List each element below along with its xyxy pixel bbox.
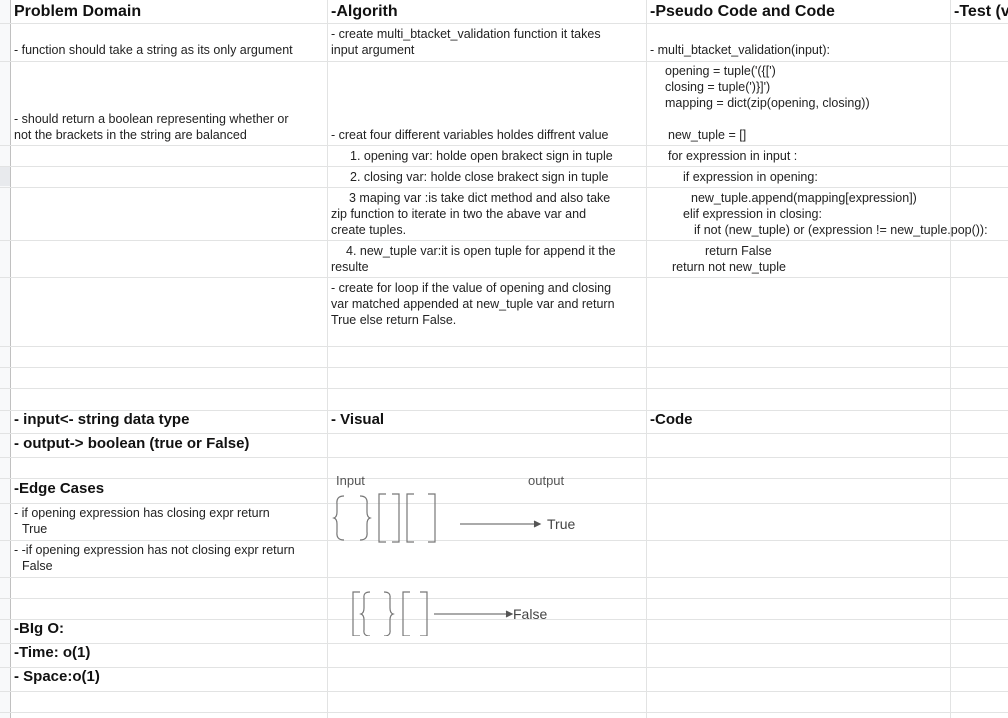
visual-false-label: False	[513, 606, 548, 622]
algo-line[interactable]: - creat four different variables holdes …	[331, 128, 609, 142]
algo-line[interactable]: var matched appended at new_tuple var an…	[331, 297, 615, 311]
pseudo-line[interactable]: opening = tuple('({[')	[665, 64, 776, 78]
pseudo-line[interactable]: if expression in opening:	[683, 170, 818, 184]
pseudo-line[interactable]: - multi_btacket_validation(input):	[650, 43, 830, 57]
edge-cases-title[interactable]: -Edge Cases	[14, 480, 105, 497]
algo-line[interactable]: 2. closing var: holde close brakect sign…	[350, 170, 609, 184]
edge-case-line[interactable]: - -if opening expression has not closing…	[14, 543, 295, 557]
pseudo-line[interactable]: closing = tuple(')}]')	[665, 80, 771, 94]
pseudo-line[interactable]: new_tuple.append(mapping[expression])	[691, 191, 917, 205]
big-o-time[interactable]: -Time: o(1)	[14, 644, 91, 661]
pseudo-line[interactable]: for expression in input :	[668, 149, 798, 163]
bracket-open-icon	[406, 493, 414, 543]
header-test[interactable]: -Test (v	[954, 3, 1008, 20]
big-o-space[interactable]: - Space:o(1)	[14, 668, 100, 685]
visual-true-label: True	[547, 516, 576, 532]
algo-line[interactable]: resulte	[331, 260, 369, 274]
problem-line-2a[interactable]: - should return a boolean representing w…	[14, 112, 289, 126]
pseudo-line[interactable]: new_tuple = []	[668, 128, 747, 142]
algo-line[interactable]: create tuples.	[331, 223, 407, 237]
algo-line[interactable]: True else return False.	[331, 313, 457, 327]
pseudo-line[interactable]: mapping = dict(zip(opening, closing))	[665, 96, 870, 110]
bracket-open-icon	[402, 591, 410, 636]
algo-line[interactable]: 4. new_tuple var:it is open tuple for ap…	[346, 244, 616, 258]
visual-input-label: Input	[336, 473, 365, 488]
visual-brackets-drawing	[332, 493, 542, 636]
pseudo-line[interactable]: elif expression in closing:	[683, 207, 822, 221]
visual-output-label: output	[528, 473, 565, 488]
bracket-close-icon	[392, 493, 400, 543]
pseudo-line[interactable]: return False	[705, 244, 772, 258]
pseudo-line[interactable]: return not new_tuple	[672, 260, 786, 274]
curly-open-icon	[332, 495, 345, 541]
algo-line[interactable]: input argument	[331, 43, 415, 57]
bracket-close-icon	[420, 591, 428, 636]
edge-case-line[interactable]: True	[22, 522, 48, 536]
bracket-open-icon	[352, 591, 360, 636]
code-title[interactable]: -Code	[650, 411, 693, 428]
header-pseudo-code[interactable]: -Pseudo Code and Code	[650, 3, 835, 20]
header-problem-domain[interactable]: Problem Domain	[14, 3, 142, 20]
curly-close-icon	[383, 591, 395, 636]
selected-row-indicator	[0, 166, 10, 186]
problem-line-1[interactable]: - function should take a string as its o…	[14, 43, 293, 57]
output-description[interactable]: - output-> boolean (true or False)	[14, 435, 250, 452]
problem-line-2b[interactable]: not the brackets in the string are balan…	[14, 128, 247, 142]
pseudo-line[interactable]: if not (new_tuple) or (expression != new…	[694, 223, 988, 237]
algo-line[interactable]: 3 maping var :is take dict method and al…	[349, 191, 611, 205]
input-description[interactable]: - input<- string data type	[14, 411, 190, 428]
big-o-title[interactable]: -BIg O:	[14, 620, 64, 637]
curly-open-icon	[359, 591, 371, 636]
bracket-close-icon	[428, 493, 436, 543]
visual-title[interactable]: - Visual	[331, 411, 385, 428]
row-header-strip[interactable]	[0, 0, 11, 718]
algo-line[interactable]: - create multi_btacket_validation functi…	[331, 27, 601, 41]
algo-line[interactable]: - create for loop if the value of openin…	[331, 281, 612, 295]
algo-line[interactable]: 1. opening var: holde open brakect sign …	[350, 149, 613, 163]
header-algorithm[interactable]: -Algorith	[331, 3, 398, 20]
curly-close-icon	[359, 495, 372, 541]
edge-case-line[interactable]: - if opening expression has closing expr…	[14, 506, 270, 520]
edge-case-line[interactable]: False	[22, 559, 53, 573]
bracket-open-icon	[378, 493, 386, 543]
algo-line[interactable]: zip function to iterate in two the abave…	[331, 207, 587, 221]
